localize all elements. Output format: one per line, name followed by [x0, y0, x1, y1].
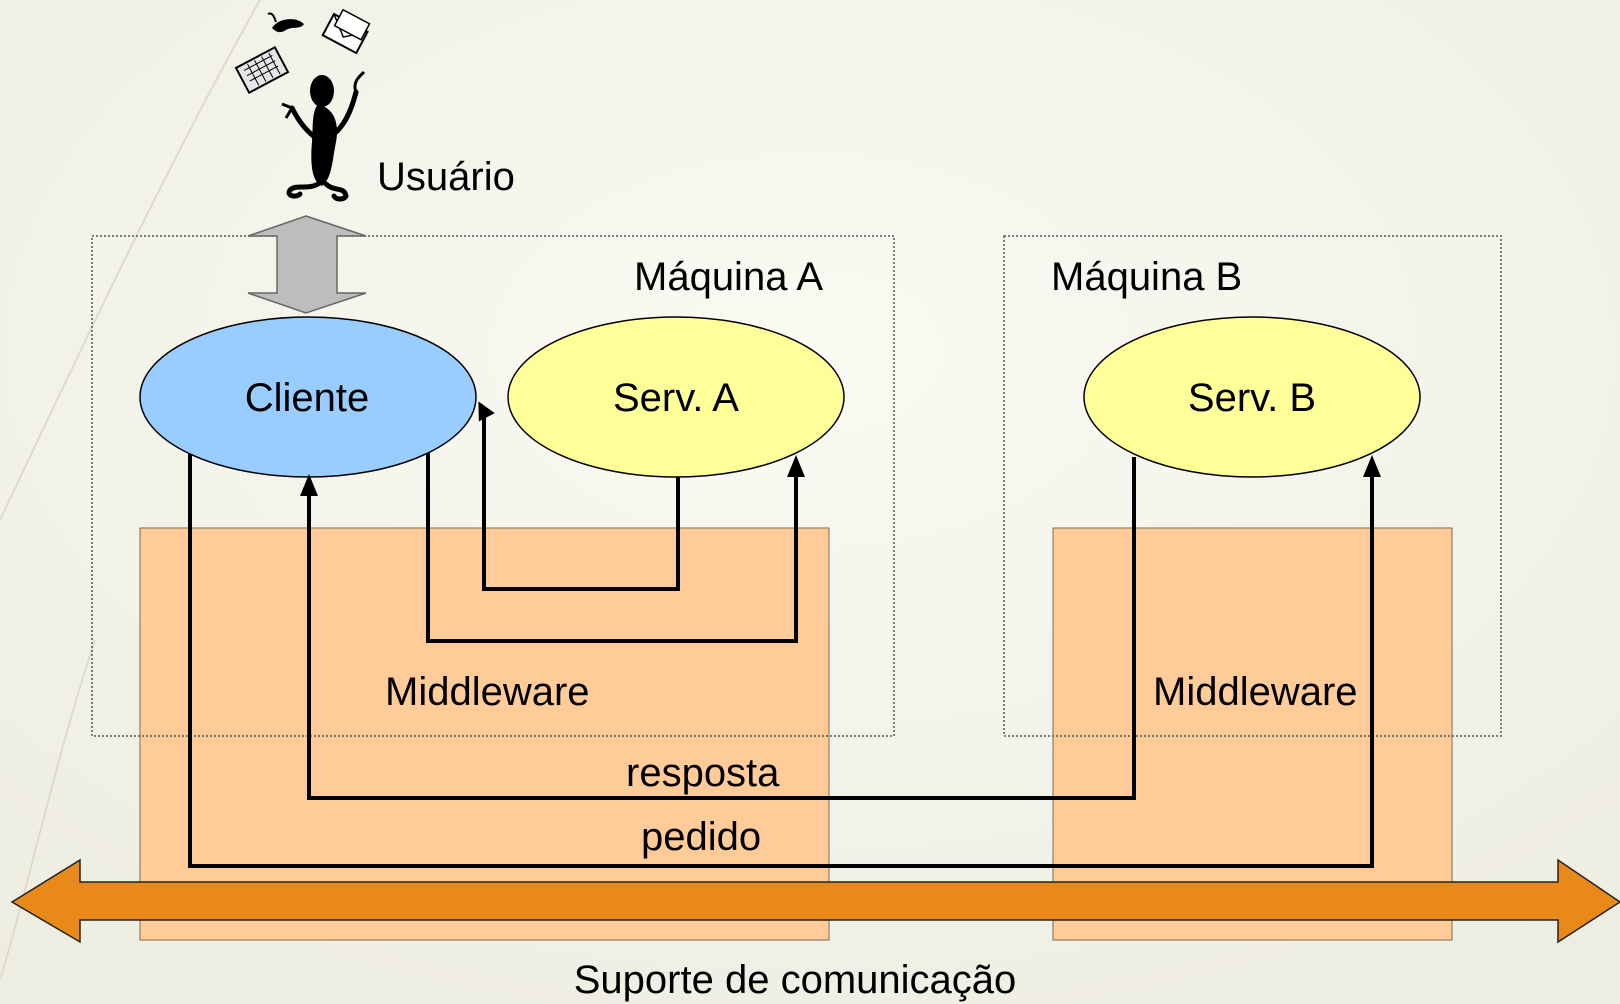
response-label: resposta	[626, 751, 780, 795]
user-client-double-arrow	[247, 215, 367, 314]
machine-a-label: Máquina A	[634, 255, 823, 299]
comm-support-label: Suporte de comunicação	[574, 958, 1017, 1002]
machine-b-label: Máquina B	[1051, 255, 1242, 299]
arrowhead-to-server-a	[787, 455, 805, 477]
arrowhead-response-to-client	[300, 474, 318, 496]
client-label: Cliente	[245, 376, 370, 420]
middleware-b-label: Middleware	[1153, 670, 1358, 714]
middleware-a-label: Middleware	[385, 670, 590, 714]
decorative-curve	[0, 639, 96, 981]
response-line	[307, 457, 1136, 800]
connector-lines	[188, 418, 1374, 868]
decorative-curve	[0, 0, 261, 521]
arrowhead-to-client-from-server-a	[478, 401, 495, 422]
envelope-icon	[321, 8, 371, 55]
user-label: Usuário	[377, 155, 515, 199]
client-to-server-a-line	[426, 453, 798, 643]
server-b-label: Serv. B	[1188, 376, 1316, 420]
request-line	[188, 454, 1374, 868]
communication-bus-arrow	[10, 858, 1620, 944]
user-figure-icon	[281, 70, 366, 202]
server-b-ellipse	[1083, 316, 1421, 478]
server-a-label: Serv. A	[613, 376, 739, 420]
middleware-box-a	[139, 527, 830, 941]
keyboard-icon	[234, 45, 290, 95]
telephone-icon	[267, 12, 304, 33]
machine-a-box	[91, 235, 895, 737]
server-a-to-client-line	[482, 418, 680, 591]
middleware-box-b	[1052, 527, 1453, 941]
request-label: pedido	[641, 815, 761, 859]
machine-b-box	[1003, 235, 1502, 737]
arrowhead-request-to-server-b	[1363, 455, 1381, 477]
